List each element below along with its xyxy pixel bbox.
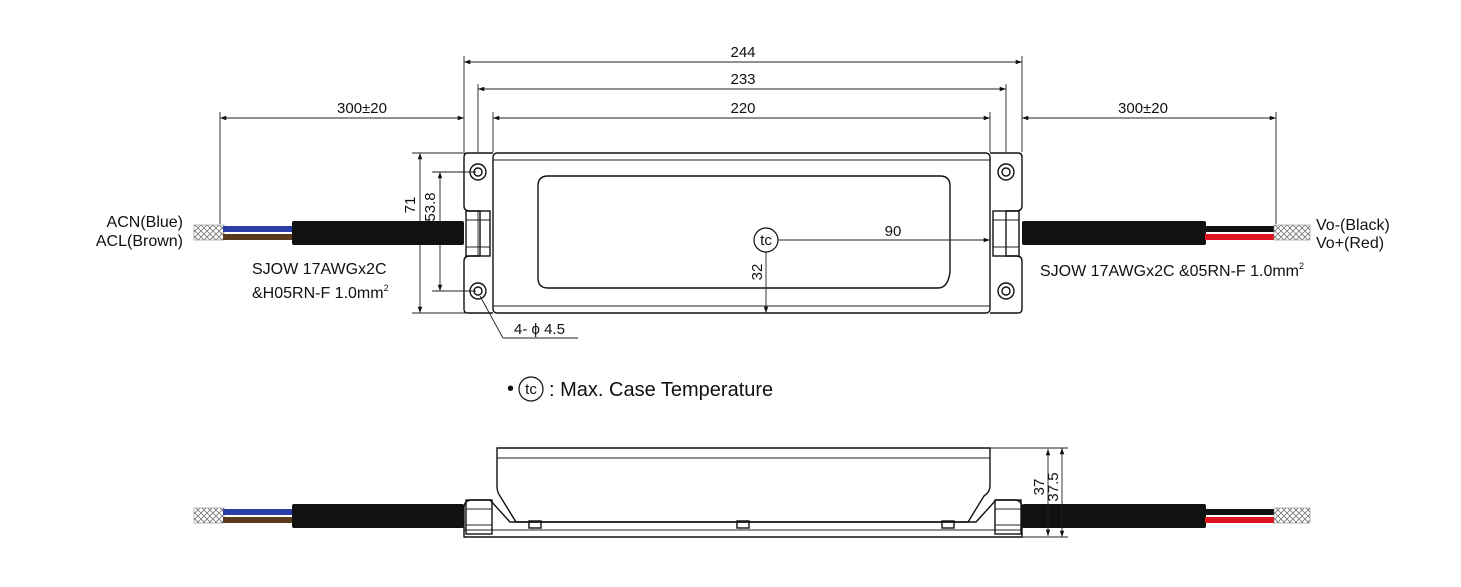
case-body	[492, 152, 991, 314]
dim-input-cable-length: 300±20	[337, 100, 387, 117]
dim-tc-y: 32	[749, 264, 766, 281]
legend: • tc : Max. Case Temperature	[507, 376, 773, 402]
mount-holes	[469, 163, 1015, 300]
dim-mount-hole-pitch: 233	[730, 71, 755, 88]
mount-hole-icon	[469, 163, 487, 181]
output-strands	[1273, 224, 1311, 241]
wire-red	[1205, 234, 1277, 240]
svg-text:tc: tc	[760, 232, 772, 249]
dim-mount-hole-spacing: 53.8	[422, 192, 439, 221]
dim-height-body: 37	[1031, 479, 1048, 496]
tc-point-icon: tc	[753, 227, 779, 253]
right-flange	[990, 152, 1023, 314]
legend-text: : Max. Case Temperature	[549, 379, 773, 401]
dim-overall-length: 244	[730, 44, 755, 61]
side-wire-red	[1205, 517, 1277, 523]
legend-bullet: •	[507, 378, 514, 400]
side-base-plate	[463, 499, 1023, 538]
input-cable-spec-line2: &H05RN-F 1.0mm2	[252, 283, 389, 302]
top-view: 244 233 220 300±20 300±20 71 53.8	[96, 44, 1390, 339]
mount-hole-callout: 4- ϕ 4.5	[514, 321, 565, 338]
input-wires	[193, 224, 293, 241]
side-view: 37 37.5	[193, 447, 1311, 538]
left-flange	[463, 152, 493, 314]
output-cable-spec: SJOW 17AWGx2C &05RN-F 1.0mm2	[1040, 261, 1304, 280]
wire-blue	[223, 226, 293, 232]
side-wire-black	[1205, 509, 1277, 515]
dim-output-cable-length: 300±20	[1118, 100, 1168, 117]
dim-overall-width: 71	[402, 197, 419, 214]
side-output-cable	[1022, 504, 1206, 528]
wire-black	[1205, 226, 1277, 232]
input-strands	[193, 224, 225, 241]
side-wire-blue	[223, 509, 293, 515]
tc-legend-icon: tc	[518, 376, 544, 402]
svg-text:tc: tc	[525, 381, 537, 398]
side-input-cable	[292, 504, 464, 528]
input-cable	[292, 221, 464, 245]
dim-tc-x: 90	[885, 223, 902, 240]
output-wires	[1205, 224, 1311, 241]
output-negative-label: Vo-(Black)	[1316, 217, 1390, 234]
input-live-label: ACL(Brown)	[96, 233, 183, 250]
output-cable	[1022, 221, 1206, 245]
dim-body-length: 220	[730, 100, 755, 117]
dim-height-overall: 37.5	[1045, 472, 1062, 501]
input-cable-spec-line1: SJOW 17AWGx2C	[252, 261, 387, 278]
side-wire-brown	[223, 517, 293, 523]
label-recess	[537, 175, 951, 289]
input-neutral-label: ACN(Blue)	[107, 214, 183, 231]
mount-hole-icon	[997, 282, 1015, 300]
wire-brown	[223, 234, 293, 240]
output-positive-label: Vo+(Red)	[1316, 235, 1384, 252]
mount-hole-icon	[469, 282, 487, 300]
side-case-profile	[496, 447, 991, 523]
mount-hole-icon	[997, 163, 1015, 181]
